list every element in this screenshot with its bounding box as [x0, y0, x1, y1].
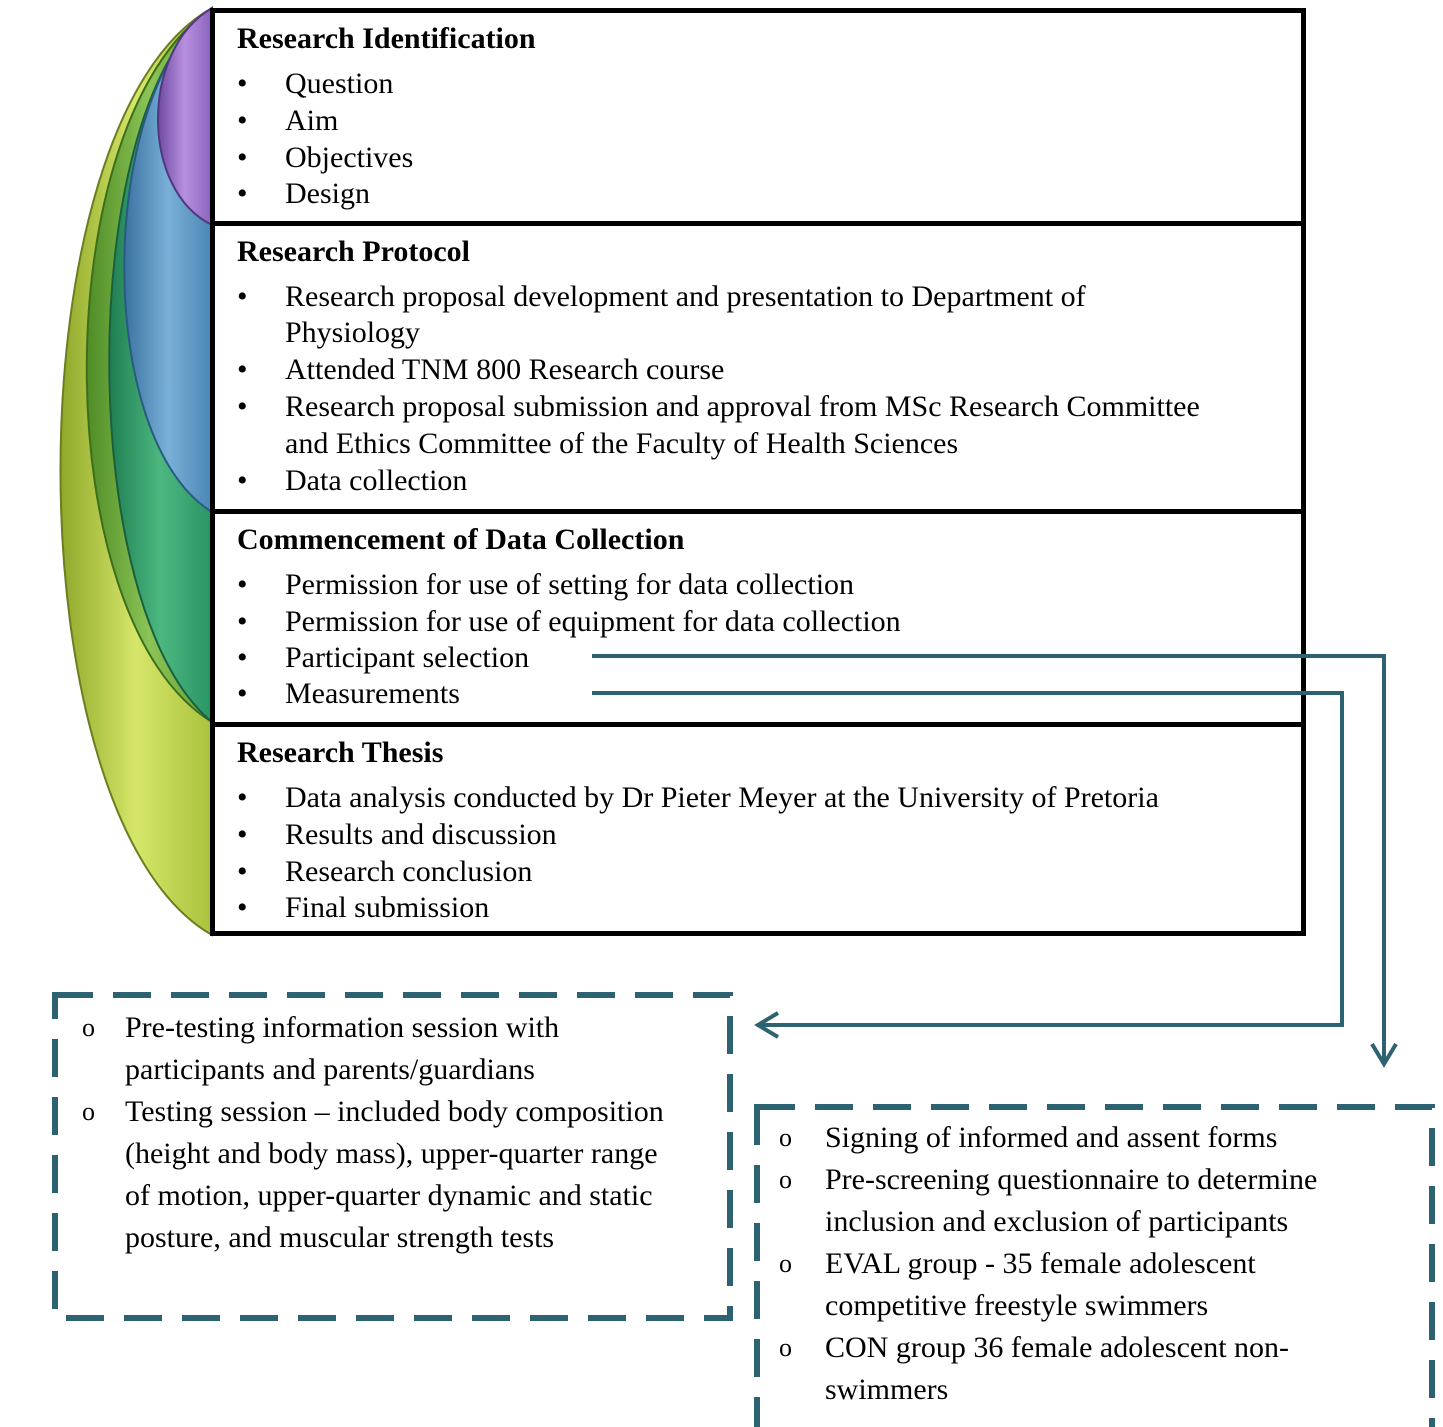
stage-item: Research conclusion [285, 855, 533, 888]
stage-item-participant-selection: Participant selection [285, 641, 530, 674]
circle-bullet-icon: o [82, 1097, 95, 1126]
bullet-icon: • [237, 67, 248, 100]
bullet-icon: • [237, 568, 248, 601]
bullet-icon: • [237, 353, 248, 386]
stage-title: Research Thesis [237, 736, 444, 769]
stage-item: Permission for use of equipment for data… [285, 605, 901, 638]
bullet-icon: • [237, 390, 248, 423]
note-line: swimmers [825, 1373, 949, 1406]
stage-item: Final submission [285, 891, 490, 924]
stage-item-continued: Physiology [285, 316, 421, 349]
stage-item: Research proposal submission and approva… [285, 390, 1200, 423]
bullet-icon: • [237, 605, 248, 638]
bullet-icon: • [237, 781, 248, 814]
stage-arcs-graphic [59, 5, 213, 937]
bullet-icon: • [237, 464, 248, 497]
bullet-icon: • [237, 677, 248, 710]
bullet-icon: • [237, 177, 248, 210]
stage-item: Research proposal development and presen… [285, 280, 1086, 313]
stage-item: Design [285, 177, 370, 210]
bullet-icon: • [237, 641, 248, 674]
stage-item: Results and discussion [285, 818, 557, 851]
stage-item: Question [285, 67, 394, 100]
arc-research-identification [157, 6, 213, 227]
selection-note: o Signing of informed and assent forms o… [757, 1107, 1432, 1427]
stage-title: Commencement of Data Collection [237, 523, 685, 556]
stage-item: Objectives [285, 141, 414, 174]
note-line: posture, and muscular strength tests [125, 1221, 555, 1254]
bullet-icon: • [237, 855, 248, 888]
arrowhead-left-icon [754, 1011, 780, 1039]
note-line: Pre-testing information session with [125, 1011, 560, 1044]
circle-bullet-icon: o [779, 1249, 792, 1278]
note-line: competitive freestyle swimmers [825, 1289, 1209, 1322]
stage-box-research-protocol: Research Protocol • Research proposal de… [210, 221, 1306, 514]
bullet-icon: • [237, 104, 248, 137]
note-line: participants and parents/guardians [125, 1053, 535, 1086]
bullet-icon: • [237, 141, 248, 174]
arrowhead-down-icon [1370, 1042, 1398, 1068]
stage-item-continued: and Ethics Committee of the Faculty of H… [285, 427, 959, 460]
note-line: Testing session – included body composit… [125, 1095, 664, 1128]
bullet-icon: • [237, 280, 248, 313]
stage-item: Permission for use of setting for data c… [285, 568, 855, 601]
stage-item: Aim [285, 104, 339, 137]
stage-item: Data analysis conducted by Dr Pieter Mey… [285, 781, 1159, 814]
measurements-note: o Pre-testing information session with p… [55, 995, 730, 1318]
circle-bullet-icon: o [779, 1333, 792, 1362]
note-line: CON group 36 female adolescent non- [825, 1331, 1290, 1364]
stage-box-data-collection: Commencement of Data Collection • Permis… [210, 509, 1306, 727]
stage-title: Research Identification [237, 22, 536, 55]
circle-bullet-icon: o [779, 1165, 792, 1194]
circle-bullet-icon: o [82, 1013, 95, 1042]
bullet-icon: • [237, 891, 248, 924]
stage-item-measurements: Measurements [285, 677, 460, 710]
note-line: of motion, upper-quarter dynamic and sta… [125, 1179, 653, 1212]
circle-bullet-icon: o [779, 1123, 792, 1152]
stage-box-research-identification: Research Identification • Question • Aim… [210, 8, 1306, 226]
note-line: EVAL group - 35 female adolescent [825, 1247, 1256, 1280]
note-line: (height and body mass), upper-quarter ra… [125, 1137, 658, 1170]
note-line: Signing of informed and assent forms [825, 1121, 1278, 1154]
bullet-icon: • [237, 818, 248, 851]
note-line: inclusion and exclusion of participants [825, 1205, 1289, 1238]
stage-item: Attended TNM 800 Research course [285, 353, 725, 386]
stage-title: Research Protocol [237, 235, 470, 268]
stage-item: Data collection [285, 464, 468, 497]
note-line: Pre-screening questionnaire to determine [825, 1163, 1318, 1196]
stage-box-research-thesis: Research Thesis • Data analysis conducte… [210, 722, 1306, 936]
